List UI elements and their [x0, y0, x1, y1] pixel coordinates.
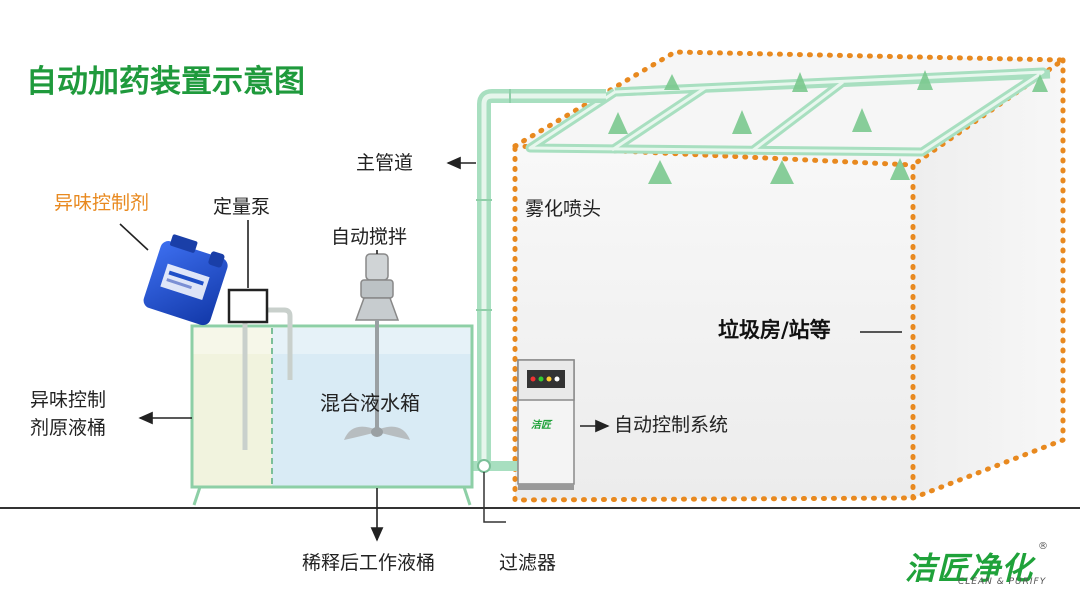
main-pipe: [476, 89, 606, 466]
page-title: 自动加药装置示意图: [26, 64, 305, 100]
label-control-system: 自动控制系统: [614, 414, 729, 436]
control-cabinet: [517, 359, 575, 490]
label-raw-tank-line1: 异味控制: [30, 389, 107, 411]
label-diluted-tank: 稀释后工作液桶: [302, 552, 436, 574]
label-garbage-room: 垃圾房/站等: [718, 318, 831, 342]
mixing-tank-water: [272, 328, 472, 486]
auto-stirrer: [344, 253, 410, 440]
annotation-arrows: [119, 156, 902, 542]
dosing-pipes: [242, 307, 293, 450]
pointer-odor-agent: [119, 223, 149, 251]
label-spray-nozzle: 雾化喷头: [525, 198, 602, 220]
metering-pump: [227, 288, 269, 324]
label-main-pipe: 主管道: [356, 152, 414, 174]
cabinet-logo: 洁匠: [531, 419, 553, 431]
spray-pipe-frame-inner: [528, 70, 1045, 154]
mixing-tank-assembly: [190, 324, 474, 506]
odor-agent-jug: [143, 234, 228, 326]
label-metering-pump: 定量泵: [213, 196, 271, 218]
brand-logo-text: 洁匠净化: [905, 551, 1033, 587]
brand-registered-mark: ®: [1038, 541, 1048, 552]
label-odor-agent: 异味控制剂: [54, 192, 150, 214]
room-side-face: [913, 60, 1063, 498]
label-auto-stirrer: 自动搅拌: [331, 226, 408, 248]
spray-nozzles: [608, 70, 1048, 184]
label-filter: 过滤器: [499, 552, 557, 574]
filter-connector: [483, 472, 506, 523]
label-raw-tank-line2: 剂原液桶: [30, 417, 107, 439]
raw-tank-left: [192, 328, 272, 486]
label-mixing-tank: 混合液水箱: [320, 391, 420, 415]
brand-slogan: CLEAN & PURIFY: [958, 577, 1047, 587]
filter-valve: [477, 459, 491, 473]
room-front-face: [515, 146, 913, 500]
